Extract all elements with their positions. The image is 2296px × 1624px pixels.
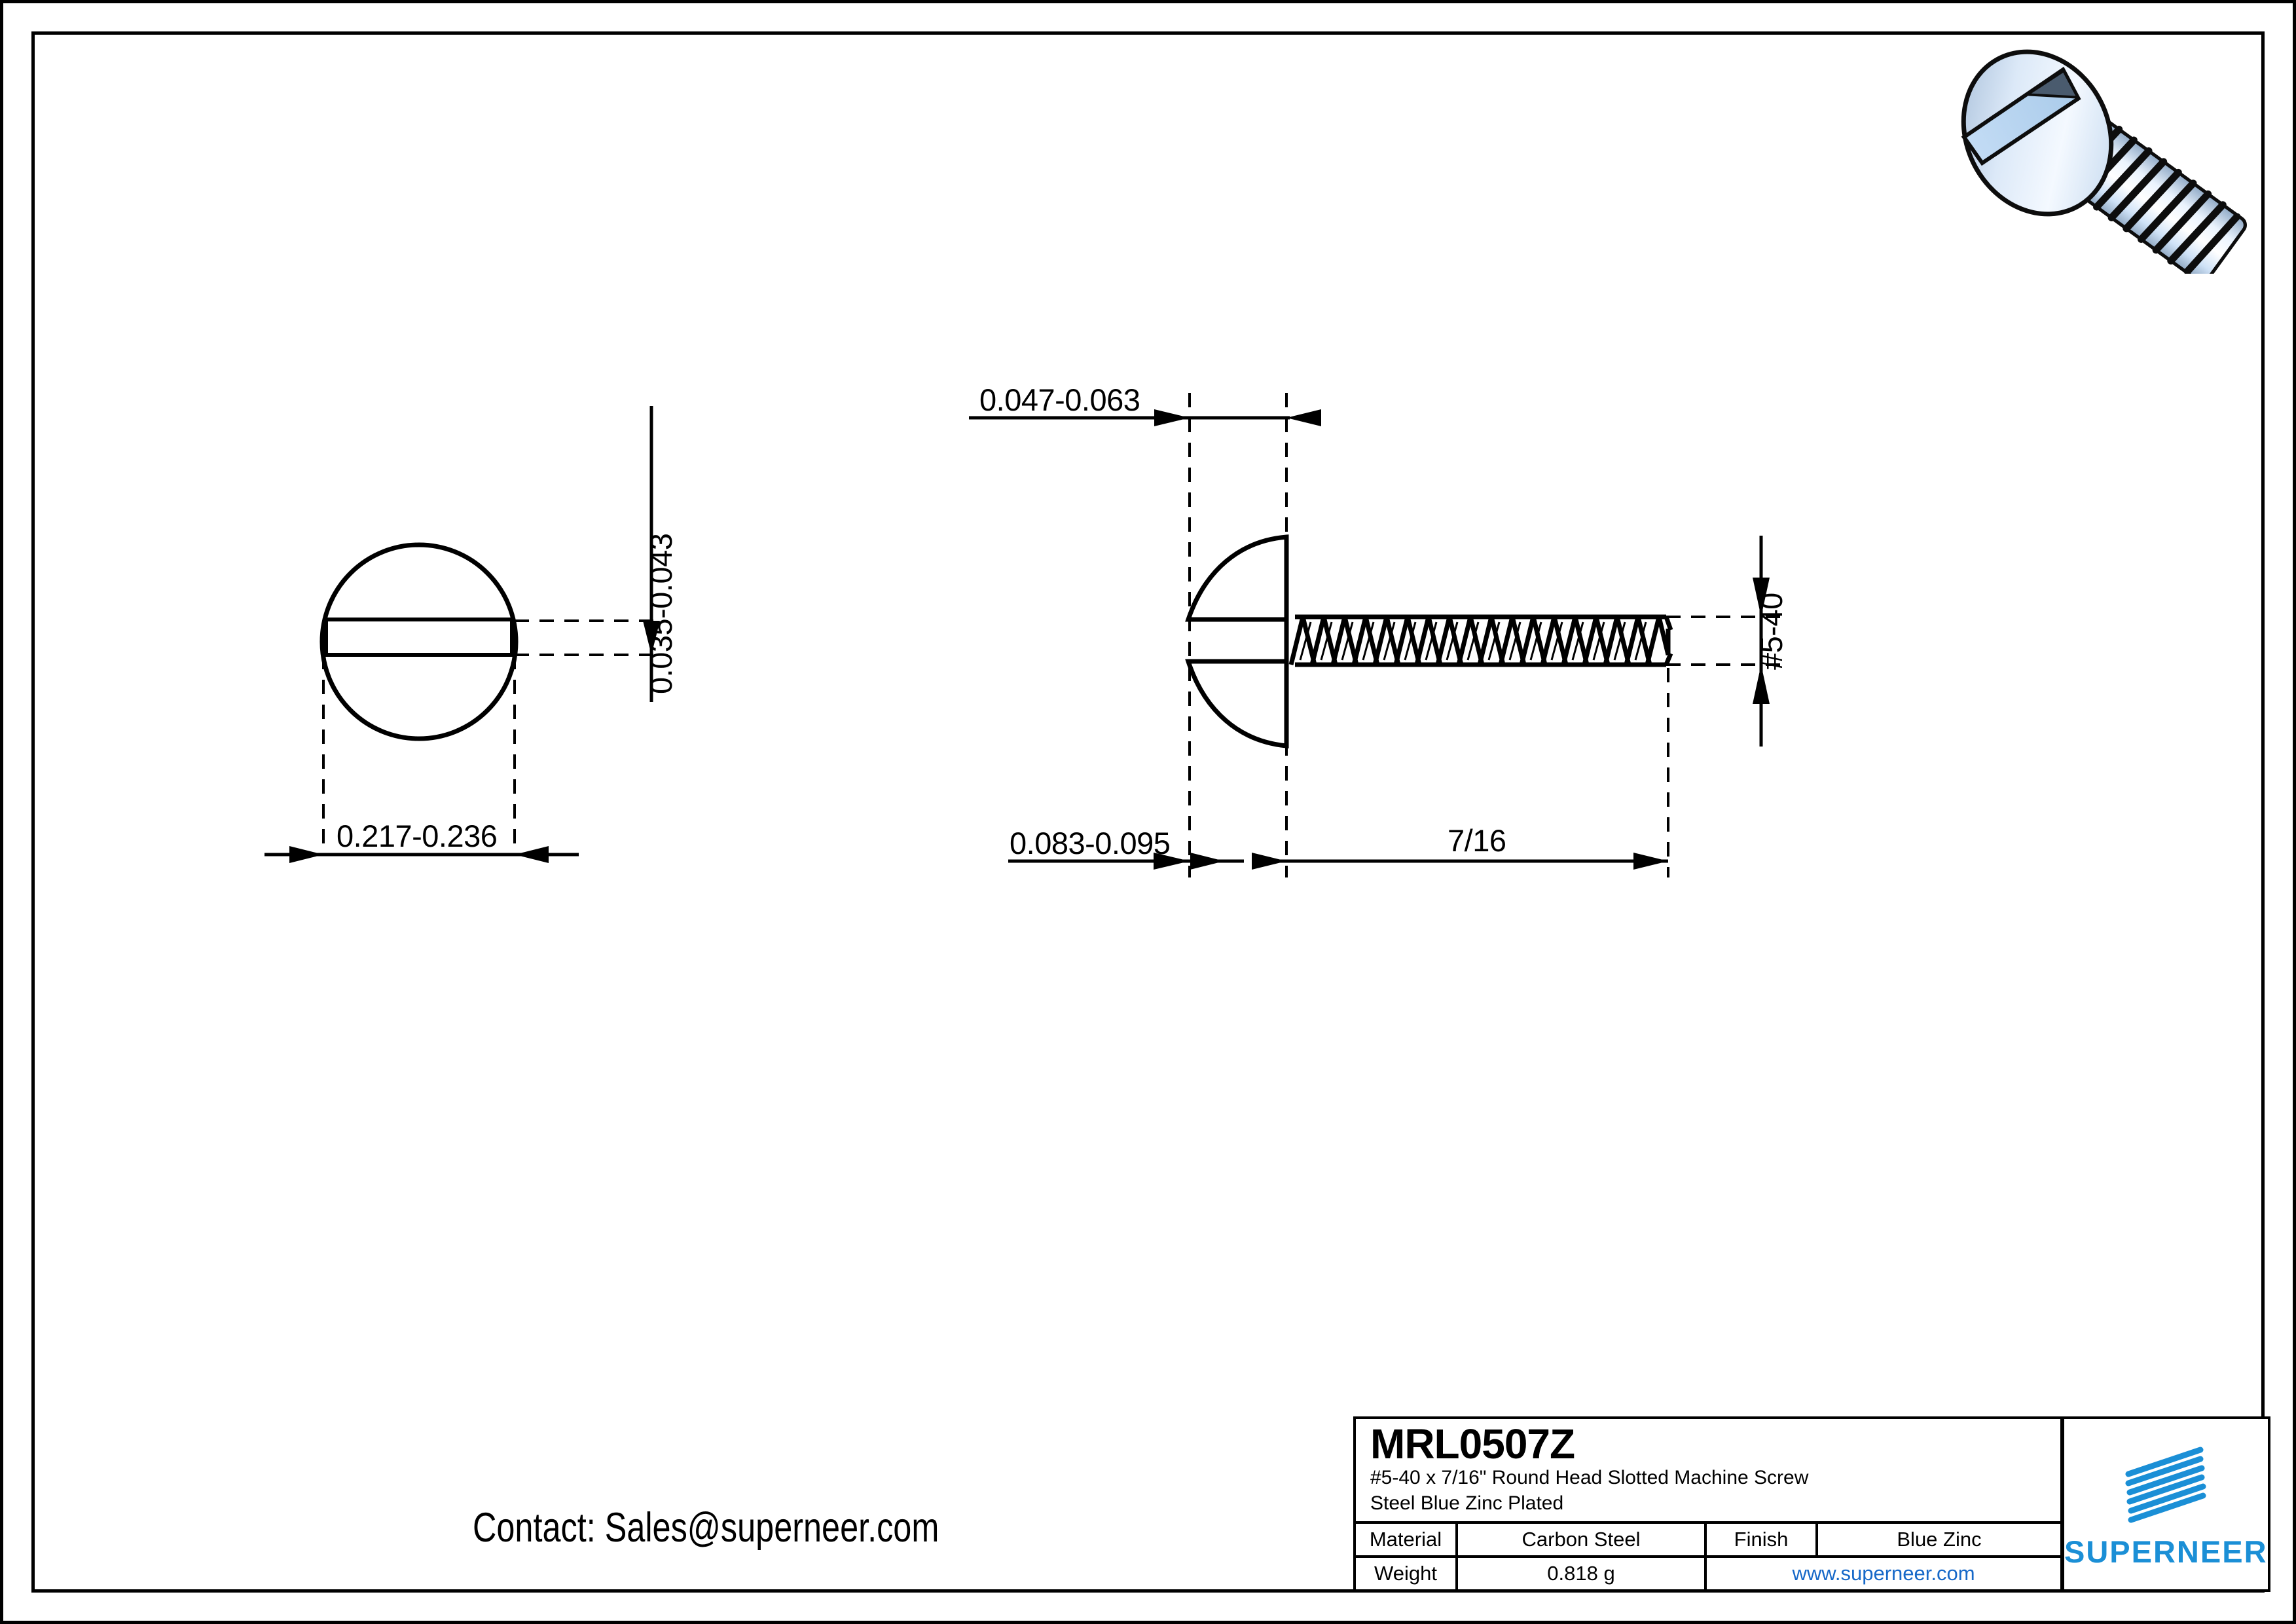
title-block-row-weight: Weight 0.818 g www.superneer.com [1356,1558,2060,1589]
weight-value: 0.818 g [1458,1558,1707,1589]
finish-label: Finish [1707,1524,1818,1555]
screw-3d-render [1961,49,2247,274]
material-value: Carbon Steel [1458,1524,1707,1555]
dim-label-head-diameter: 0.217-0.236 [337,819,498,853]
dim-label-head-height: 0.035-0.043 [644,533,678,694]
finish-value: Blue Zinc [1897,1528,1982,1551]
dim-label-slot-width: 0.047-0.063 [979,382,1140,417]
dim-label-slot-depth: 0.083-0.095 [1010,826,1171,860]
superneer-logo-icon [2125,1447,2206,1522]
material-label: Material [1356,1524,1458,1555]
render-head [1961,49,2114,217]
dim-label-thread-length: 7/16 [1448,823,1506,858]
sheet-inner-frame [31,31,2265,1593]
weight-label: Weight [1356,1558,1458,1589]
dim-label-thread-designation: #5-40 [1754,593,1789,670]
title-block-description-cell: MRL0507Z #5-40 x 7/16" Round Head Slotte… [1356,1419,2060,1524]
render-slot-shadow [2023,69,2081,99]
title-block-row-material: Material Carbon Steel Finish Blue Zinc [1356,1524,2060,1558]
description-line-2: Steel Blue Zinc Plated [1370,1492,1564,1514]
superneer-wordmark: SUPERNEER [2064,1534,2268,1569]
website-link[interactable]: www.superneer.com [1792,1562,1975,1585]
part-number: MRL0507Z [1370,1420,1575,1467]
title-block-info: MRL0507Z #5-40 x 7/16" Round Head Slotte… [1353,1416,2062,1592]
brand-logo-cell: SUPERNEER [2062,1416,2270,1592]
title-block: MRL0507Z #5-40 x 7/16" Round Head Slotte… [1353,1416,2270,1592]
contact-text: Contact: Sales@superneer.com [473,1505,939,1551]
description-line-1: #5-40 x 7/16" Round Head Slotted Machine… [1370,1467,1809,1489]
